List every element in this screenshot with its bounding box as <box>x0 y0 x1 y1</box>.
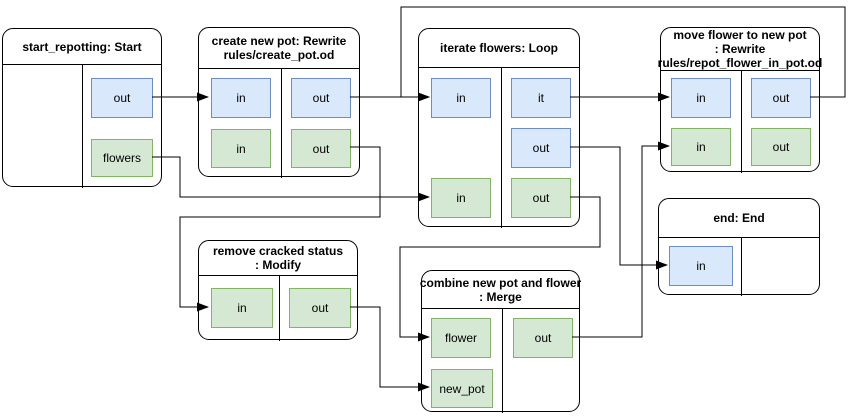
port-combine_new_pot_and_flower-new_pot[interactable]: new_pot <box>431 369 493 408</box>
node-title-line: iterate flowers: Loop <box>439 41 558 55</box>
port-move_flower_to_new_pot-out_data[interactable]: out <box>751 128 811 166</box>
port-start_repotting-out[interactable]: out <box>91 78 153 118</box>
port-label: out <box>312 91 330 105</box>
port-iterate_flowers-out_data[interactable]: out <box>511 178 571 218</box>
port-label: in <box>236 91 246 105</box>
port-move_flower_to_new_pot-in_data[interactable]: in <box>671 128 731 166</box>
port-create_new_pot-out_flow[interactable]: out <box>291 78 351 118</box>
node-remove_cracked_status[interactable]: remove cracked status: Modify in out <box>198 240 358 341</box>
node-title-line: combine new pot and flower <box>419 275 582 290</box>
port-start_repotting-flowers[interactable]: flowers <box>91 139 153 177</box>
node-title-line: end: End <box>713 211 765 225</box>
port-label: in <box>456 91 466 105</box>
port-combine_new_pot_and_flower-flower[interactable]: flower <box>431 318 491 358</box>
port-label: flowers <box>102 151 141 165</box>
port-label: in <box>696 140 706 154</box>
node-title-line: remove cracked status <box>212 244 344 258</box>
node-title-line: : Modify <box>255 258 301 272</box>
port-iterate_flowers-in_flow[interactable]: in <box>431 78 491 118</box>
port-remove_cracked_status-out[interactable]: out <box>289 288 351 328</box>
node-title-line: start_repotting: Start <box>22 39 142 54</box>
node-title-line: : Rewrite <box>714 42 766 56</box>
column-divider <box>502 309 503 413</box>
port-create_new_pot-out_data[interactable]: out <box>291 129 351 168</box>
port-label: in <box>456 191 466 205</box>
column-divider <box>82 65 83 188</box>
node-combine_new_pot_and_flower[interactable]: combine new pot and flower: Merge flower n… <box>419 270 582 413</box>
port-label: new_pot <box>439 381 485 396</box>
port-iterate_flowers-out_flow[interactable]: out <box>511 128 571 168</box>
node-title-line: rules/create_pot.od <box>223 48 335 62</box>
column-divider <box>279 276 280 341</box>
node-iterate_flowers[interactable]: iterate flowers: Loop in in it out out <box>418 28 580 228</box>
port-label: out <box>311 301 329 315</box>
port-label: in <box>696 91 706 105</box>
node-title: start_repotting: Start <box>3 29 161 65</box>
column-divider <box>281 69 282 178</box>
port-label: in <box>237 301 247 315</box>
column-divider <box>741 238 742 296</box>
port-move_flower_to_new_pot-out_flow[interactable]: out <box>751 78 811 118</box>
port-label: out <box>772 140 790 154</box>
node-title: end: End <box>659 199 819 238</box>
column-divider <box>741 71 742 173</box>
column-divider <box>501 68 502 228</box>
node-title: remove cracked status: Modify <box>199 241 357 276</box>
port-label: out <box>534 331 552 345</box>
port-label: out <box>772 91 790 105</box>
port-iterate_flowers-it[interactable]: it <box>511 78 571 118</box>
node-title: combine new pot and flower: Merge <box>419 271 582 309</box>
port-create_new_pot-in_data[interactable]: in <box>211 129 271 168</box>
node-title-line: rules/repot_flower_in_pot.od <box>657 56 823 70</box>
port-move_flower_to_new_pot-in_flow[interactable]: in <box>671 78 731 118</box>
port-combine_new_pot_and_flower-out[interactable]: out <box>513 318 573 358</box>
node-title-line: move flower to new pot <box>673 28 807 42</box>
port-label: out <box>532 191 550 205</box>
port-remove_cracked_status-in[interactable]: in <box>211 288 273 328</box>
port-label: out <box>532 141 550 155</box>
port-end-in[interactable]: in <box>669 246 733 286</box>
port-iterate_flowers-in_data[interactable]: in <box>431 178 491 218</box>
port-label: flower <box>444 331 477 345</box>
node-start_repotting[interactable]: start_repotting: Start out flowers <box>2 28 162 188</box>
node-title-line: : Merge <box>479 289 522 304</box>
port-label: in <box>696 259 706 273</box>
port-create_new_pot-in_flow[interactable]: in <box>211 78 271 118</box>
node-end[interactable]: end: End in <box>658 198 820 296</box>
port-label: it <box>538 91 544 105</box>
port-label: out <box>312 141 330 156</box>
node-title: iterate flowers: Loop <box>419 29 579 68</box>
port-label: in <box>236 141 246 156</box>
node-title-line: create new pot: Rewrite <box>211 34 347 48</box>
port-label: out <box>113 91 131 105</box>
